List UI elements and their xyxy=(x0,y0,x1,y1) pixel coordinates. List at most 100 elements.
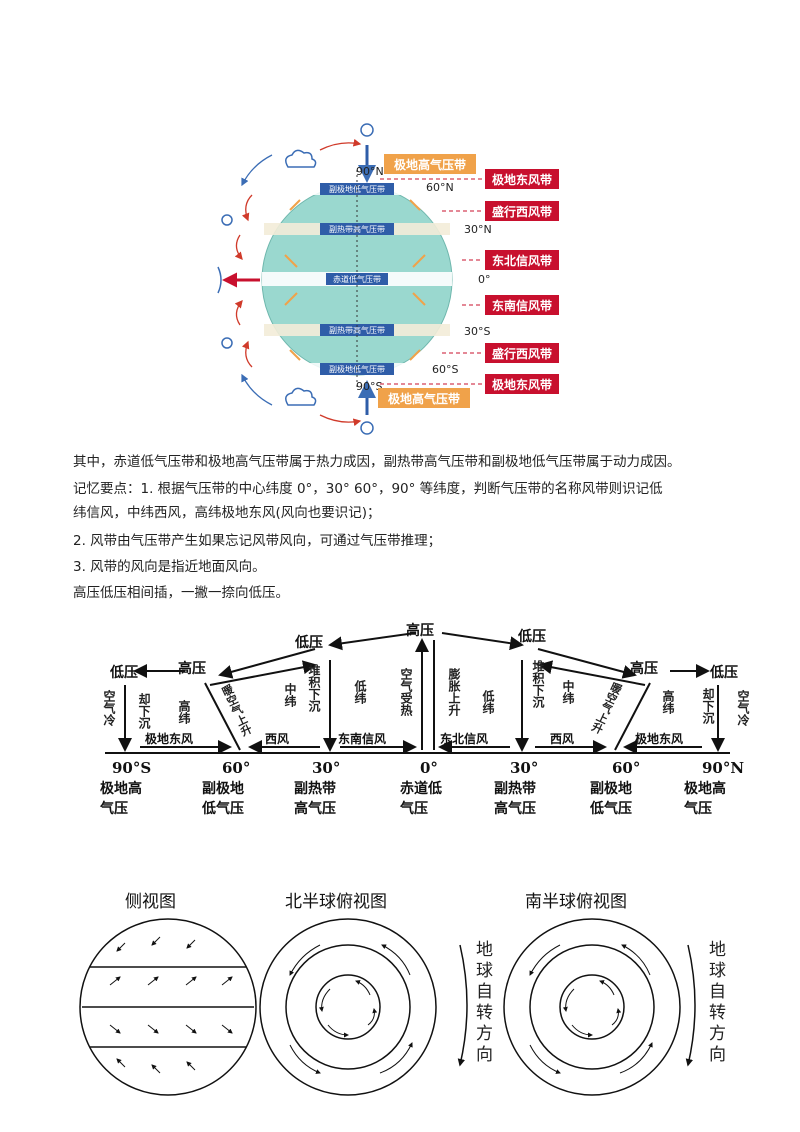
svg-text:高压: 高压 xyxy=(178,660,206,677)
tag-westerly-s: 盛行西风带 xyxy=(485,343,559,363)
svg-text:30°: 30° xyxy=(312,759,340,777)
cloud-icon xyxy=(285,149,317,406)
label-mid-lat-left: 中纬 xyxy=(283,683,297,707)
label-high-lat-left: 高纬 xyxy=(177,700,191,724)
tag-polar-east-s: 极地东风带 xyxy=(485,374,559,394)
svg-text:东南信风: 东南信风 xyxy=(338,731,386,746)
svg-text:90°S: 90°S xyxy=(112,759,151,777)
svg-text:气压: 气压 xyxy=(683,800,712,817)
north-view-title: 北半球俯视图 xyxy=(285,892,387,912)
svg-text:30°N: 30°N xyxy=(464,223,492,236)
svg-text:高压: 高压 xyxy=(630,660,658,677)
label-pile-right: 堆积下沉 xyxy=(531,660,545,708)
label-sink-right: 却下沉 xyxy=(701,688,715,724)
south-view-globe xyxy=(503,918,681,1096)
svg-text:赤道低: 赤道低 xyxy=(400,780,442,797)
svg-text:东北信风带: 东北信风带 xyxy=(492,253,552,268)
svg-text:极地东风: 极地东风 xyxy=(635,731,683,746)
svg-text:低气压: 低气压 xyxy=(589,800,632,817)
svg-text:极地高气压带: 极地高气压带 xyxy=(394,157,466,172)
paragraph-formation: 其中，赤道低气压带和极地高气压带属于热力成因，副热带高气压带和副极地低气压带属于… xyxy=(73,454,681,470)
svg-text:低气压: 低气压 xyxy=(201,800,244,817)
svg-text:极地东风带: 极地东风带 xyxy=(492,377,552,392)
svg-text:西风: 西风 xyxy=(265,732,289,746)
svg-text:极地高气压带: 极地高气压带 xyxy=(388,391,460,406)
svg-text:低压: 低压 xyxy=(109,664,138,681)
svg-text:90°N: 90°N xyxy=(702,759,744,777)
svg-text:60°: 60° xyxy=(612,759,640,777)
band-label-2: 副热带高气压带 xyxy=(320,223,394,235)
svg-text:高气压: 高气压 xyxy=(294,800,336,817)
svg-text:副极地: 副极地 xyxy=(590,780,632,797)
hemisphere-views: 侧视图 北半球俯视图 南半球俯视图 xyxy=(79,892,696,1096)
svg-text:盛行西风带: 盛行西风带 xyxy=(492,204,552,219)
svg-text:低压: 低压 xyxy=(294,634,323,651)
svg-text:60°S: 60°S xyxy=(432,363,458,376)
svg-text:副极地: 副极地 xyxy=(202,780,244,797)
svg-text:30°S: 30°S xyxy=(464,325,490,338)
band-label-1: 副极地低气压带 xyxy=(320,183,394,195)
svg-text:高气压: 高气压 xyxy=(494,800,536,817)
tag-polar-east-n: 极地东风带 xyxy=(485,169,559,189)
paragraph-memory-1: 记忆要点：1. 根据气压带的中心纬度 0°，30° 60°，90° 等纬度，判断… xyxy=(73,481,663,497)
label-low-lat-right: 低纬 xyxy=(481,690,495,714)
svg-text:极地东风: 极地东风 xyxy=(145,731,193,746)
svg-text:90°S: 90°S xyxy=(356,380,382,393)
svg-text:东南信风带: 东南信风带 xyxy=(492,298,552,313)
svg-text:低压: 低压 xyxy=(517,628,546,645)
north-view-globe xyxy=(259,918,437,1096)
svg-text:30°: 30° xyxy=(510,759,538,777)
svg-text:西风: 西风 xyxy=(550,732,574,746)
paragraph-memory-1b: 纬信风，中纬西风，高纬极地东风(风向也要识记)； xyxy=(73,505,381,521)
band-label-5: 副极地低气压带 xyxy=(320,363,394,375)
sun-icon xyxy=(221,123,374,435)
svg-text:副热带: 副热带 xyxy=(294,780,336,797)
tag-polar-high-bottom: 极地高气压带 xyxy=(378,388,470,408)
label-expand-rise: 膨胀上升 xyxy=(447,668,461,716)
label-high-lat-right: 高纬 xyxy=(661,690,675,714)
svg-text:东北信风: 东北信风 xyxy=(440,731,488,746)
svg-text:气压: 气压 xyxy=(399,800,428,817)
svg-text:气压: 气压 xyxy=(99,800,128,817)
tag-polar-high-top: 极地高气压带 xyxy=(384,154,476,174)
svg-text:极地高: 极地高 xyxy=(684,780,726,797)
svg-text:60°: 60° xyxy=(222,759,250,777)
paragraph-memory-2: 2. 风带由气压带产生如果忘记风带风向，可通过气压带推理； xyxy=(73,533,442,549)
tag-ne-trade: 东北信风带 xyxy=(485,250,559,270)
svg-text:极地东风带: 极地东风带 xyxy=(492,172,552,187)
svg-text:低压: 低压 xyxy=(709,664,738,681)
svg-text:0°: 0° xyxy=(478,273,491,286)
label-mid-lat-right: 中纬 xyxy=(561,680,575,704)
svg-text:高压: 高压 xyxy=(406,622,434,639)
band-label-3: 赤道低气压带 xyxy=(326,273,388,285)
svg-text:极地高: 极地高 xyxy=(100,780,142,797)
svg-text:赤道低气压带: 赤道低气压带 xyxy=(333,274,381,284)
south-rotation-label: 地球自转方向 xyxy=(705,940,725,1066)
svg-text:60°N: 60°N xyxy=(426,181,454,194)
south-rotation-arrow xyxy=(685,944,696,1067)
svg-text:90°N: 90°N xyxy=(356,165,384,178)
side-view-globe xyxy=(79,918,257,1096)
label-sink-left: 却下沉 xyxy=(137,693,151,729)
svg-text:副热带: 副热带 xyxy=(494,780,536,797)
north-rotation-label: 地球自转方向 xyxy=(472,940,492,1066)
label-pile-left: 堆积下沉 xyxy=(307,664,321,712)
svg-text:副热带高气压带: 副热带高气压带 xyxy=(329,224,385,234)
label-air-cold-left: 空气冷 xyxy=(102,690,116,726)
atmospheric-circulation-diagram: 低压 高压 低压 高压 低压 高压 低压 极地东风 西风 东南信风 东北信风 西… xyxy=(99,622,744,817)
south-view-title: 南半球俯视图 xyxy=(525,892,627,912)
paragraph-rhyme: 高压低压相间插，一撇一捺向低压。 xyxy=(73,585,289,601)
global-pressure-belt-diagram: 副极地低气压带 副热带高气压带 赤道低气压带 副热带高气压带 副极地低气压带 xyxy=(217,123,559,435)
label-low-lat-left: 低纬 xyxy=(353,680,367,704)
paragraph-memory-3: 3. 风带的风向是指近地面风向。 xyxy=(73,559,266,575)
label-air-heated: 空气受热 xyxy=(399,668,413,716)
svg-text:副极地低气压带: 副极地低气压带 xyxy=(329,184,385,194)
tag-se-trade: 东南信风带 xyxy=(485,295,559,315)
svg-text:副极地低气压带: 副极地低气压带 xyxy=(329,364,385,374)
tag-westerly-n: 盛行西风带 xyxy=(485,201,559,221)
north-rotation-arrow xyxy=(457,944,468,1067)
svg-text:0°: 0° xyxy=(420,759,438,777)
side-view-title: 侧视图 xyxy=(125,892,176,912)
label-air-cold-right: 空气冷 xyxy=(736,690,750,726)
svg-text:盛行西风带: 盛行西风带 xyxy=(492,346,552,361)
